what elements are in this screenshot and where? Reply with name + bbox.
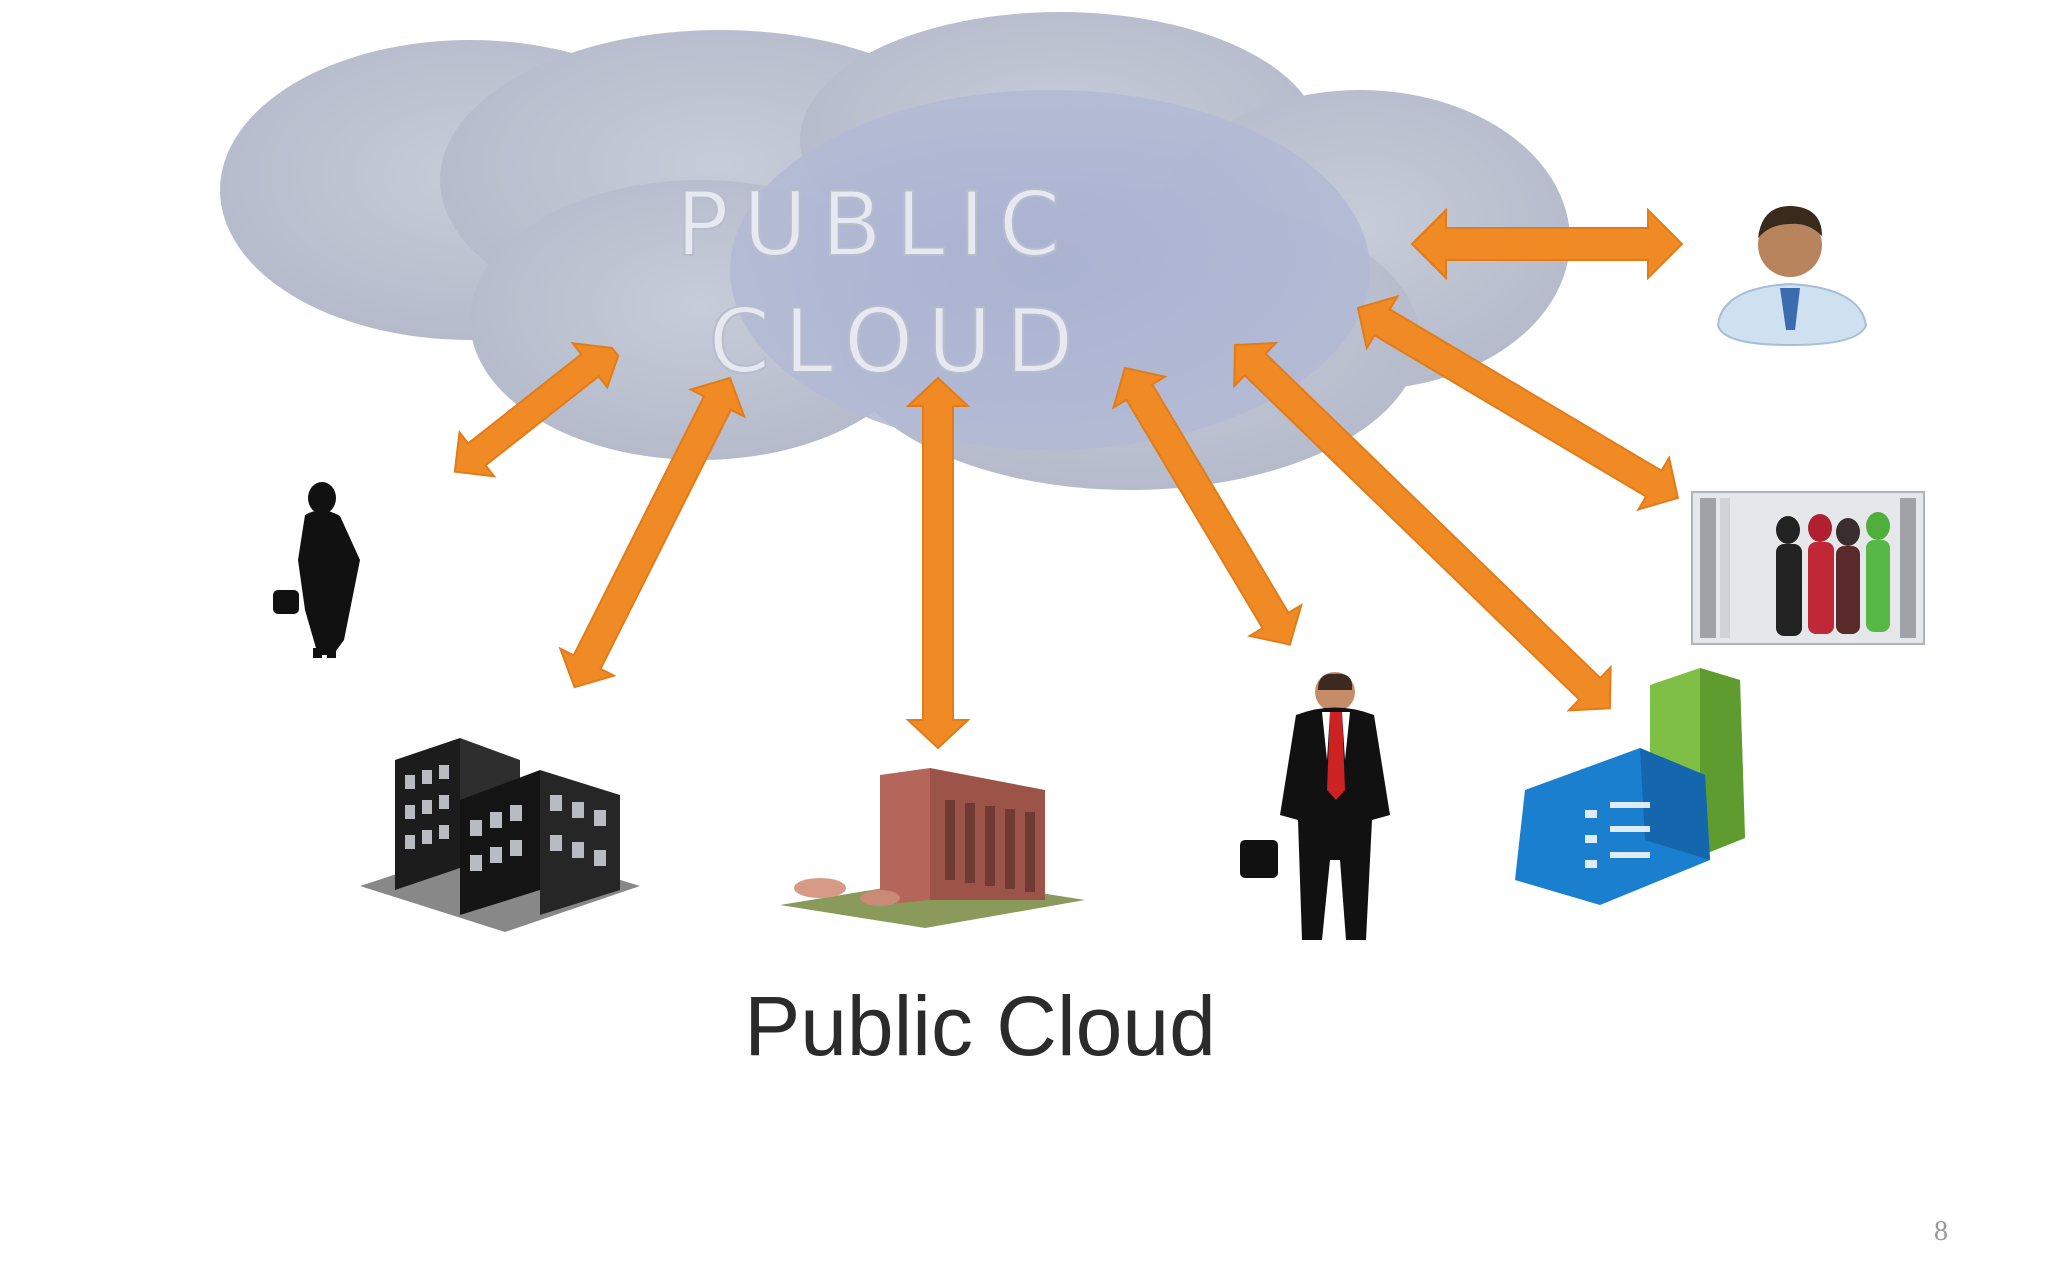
arrow-to-user [1410,207,1684,281]
arrow-to-businessman [1111,366,1303,646]
cloud-shape [220,12,1570,490]
arrow-to-people-group [1356,294,1680,512]
user-avatar-icon [1716,205,1868,347]
arrow-to-company-building [1233,341,1612,712]
diagram-caption: Public Cloud [744,979,1216,1073]
woman-silhouette-icon [273,482,360,658]
connection-arrows [453,207,1684,750]
cloud-title-line2: CLOUD [709,290,1088,393]
arrow-to-woman [453,342,620,478]
arrow-to-brick-building [905,376,971,750]
arrow-to-office-building [558,376,747,689]
people-group-icon [1691,491,1925,645]
brick-building-icon [780,768,1085,928]
cloud-title-line1: PUBLIC [676,173,1074,276]
office-building-icon [360,738,640,932]
company-building-icon [1515,668,1745,905]
businessman-icon [1240,672,1390,940]
slide-number: 8 [1934,1216,1948,1247]
